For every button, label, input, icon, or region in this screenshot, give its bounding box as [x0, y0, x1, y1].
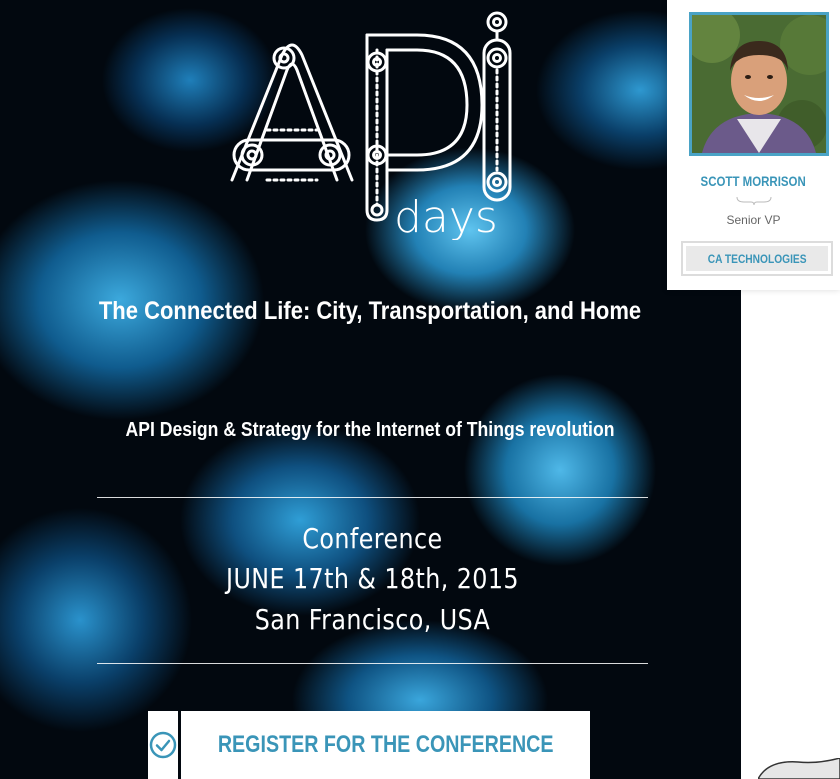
check-circle-icon — [149, 731, 177, 759]
apidays-logo: days — [230, 11, 512, 240]
speaker-role: Senior VP — [726, 213, 781, 227]
brace-divider-icon — [736, 196, 772, 206]
register-button[interactable]: REGISTER FOR THE CONFERENCE — [148, 711, 590, 779]
speaker-card[interactable]: SCOTT MORRISON Senior VP CA TECHNOLOGIES — [667, 0, 840, 290]
register-label: REGISTER FOR THE CONFERENCE — [217, 731, 554, 758]
speaker-company-text: CA TECHNOLOGIES — [707, 251, 807, 266]
register-label-box[interactable]: REGISTER FOR THE CONFERENCE — [180, 711, 590, 779]
speaker-photo-image — [692, 15, 826, 153]
logo-tagline: days — [394, 192, 498, 240]
register-icon-box[interactable] — [148, 711, 178, 779]
event-dates: JUNE 17th & 18th, 2015 — [225, 562, 519, 595]
event-type: Conference — [302, 522, 443, 555]
speaker-avatar[interactable] — [689, 12, 829, 156]
speaker-name[interactable]: SCOTT MORRISON — [667, 173, 840, 189]
divider-bottom — [97, 663, 648, 664]
page-title: The Connected Life: City, Transportation… — [98, 297, 642, 325]
hero-banner: days The Connected Life: City, Transport… — [0, 0, 741, 779]
partial-logo-shape — [758, 758, 840, 779]
speaker-company-inner: CA TECHNOLOGIES — [686, 246, 828, 271]
speaker-name-text: SCOTT MORRISON — [700, 173, 807, 189]
page-subtitle: API Design & Strategy for the Internet o… — [125, 419, 615, 441]
speaker-company-badge[interactable]: CA TECHNOLOGIES — [681, 241, 833, 276]
event-location: San Francisco, USA — [254, 603, 491, 636]
divider-top — [97, 497, 648, 498]
